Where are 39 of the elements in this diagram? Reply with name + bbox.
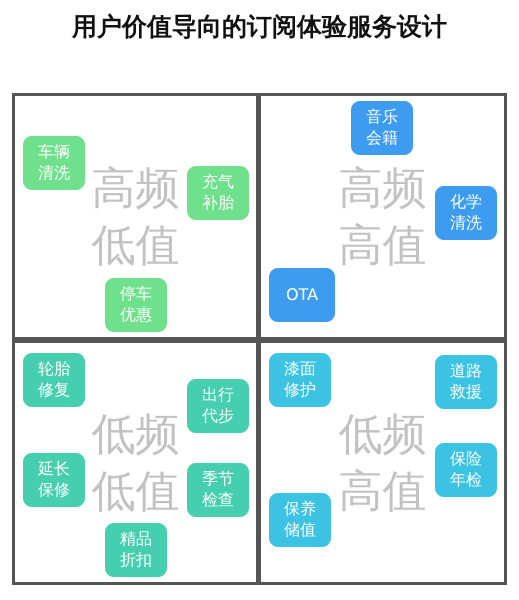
service-tag bbox=[435, 186, 497, 240]
tag-text: 漆面修护 bbox=[283, 359, 317, 401]
tag-text: 化学清洗 bbox=[449, 192, 483, 234]
quadrant-label: 高频高值 bbox=[338, 161, 428, 272]
tag-text: 车辆清洗 bbox=[37, 142, 71, 184]
quadrant-panel bbox=[261, 343, 504, 582]
service-tag bbox=[187, 379, 249, 433]
service-tag bbox=[187, 166, 249, 220]
tag-text: 轮胎修复 bbox=[37, 359, 71, 401]
tag-text: 季节检查 bbox=[201, 469, 235, 511]
quadrant-panel bbox=[261, 96, 504, 337]
service-tag bbox=[435, 443, 497, 497]
tag-text: 出行代步 bbox=[201, 385, 235, 427]
quadrant-panel bbox=[15, 343, 256, 582]
service-tag bbox=[351, 101, 413, 155]
service-tag bbox=[23, 353, 85, 407]
quadrant-label: 高频低值 bbox=[90, 161, 180, 272]
tag-text: 精品折扣 bbox=[119, 529, 153, 571]
service-tag bbox=[187, 463, 249, 517]
tag-text: 保险年检 bbox=[449, 449, 483, 491]
quadrant-label: 低频低值 bbox=[90, 407, 180, 518]
tag-text: 延长保修 bbox=[37, 459, 71, 501]
service-tag bbox=[269, 268, 335, 322]
service-tag bbox=[269, 493, 331, 547]
tag-text: 道路救援 bbox=[449, 361, 483, 403]
service-tag bbox=[23, 453, 85, 507]
service-tag bbox=[269, 353, 331, 407]
tag-text: OTA bbox=[286, 284, 318, 306]
service-tag bbox=[105, 523, 167, 577]
tag-text: 音乐会籍 bbox=[365, 107, 399, 149]
tag-text: 充气补胎 bbox=[201, 172, 235, 214]
tag-text: 保养储值 bbox=[283, 499, 317, 541]
service-tag bbox=[23, 136, 85, 190]
quadrant-label: 低频高值 bbox=[338, 407, 428, 518]
service-tag bbox=[105, 278, 167, 332]
service-tag bbox=[435, 355, 497, 409]
tag-text: 停车优惠 bbox=[119, 284, 153, 326]
quadrant-panel bbox=[15, 96, 256, 337]
title: 用户价值导向的订阅体验服务设计 bbox=[70, 11, 448, 43]
